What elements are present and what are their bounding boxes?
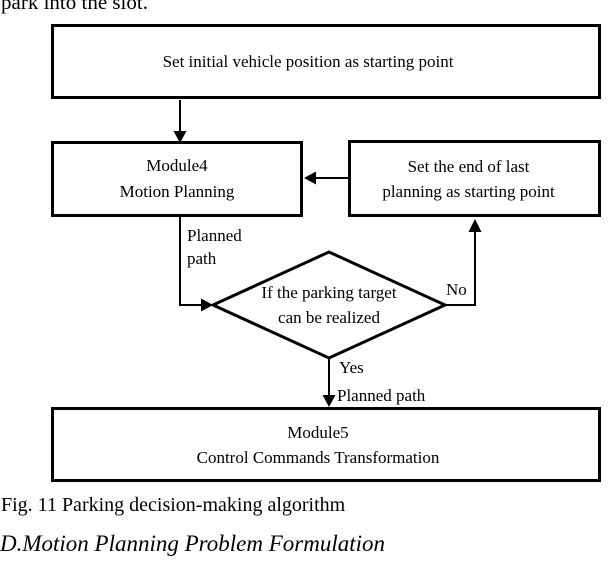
node-module4: Module4 Motion Planning bbox=[51, 141, 303, 217]
edge-label-planned-line2: path bbox=[187, 249, 217, 268]
node-module5-line2: Control Commands Transformation bbox=[196, 447, 440, 467]
node-module5-line1: Module5 bbox=[287, 422, 349, 442]
edge-label-no: No bbox=[446, 280, 467, 299]
node-start: Set initial vehicle position as starting… bbox=[51, 24, 601, 99]
node-set-end-line1: Set the end of last bbox=[407, 156, 530, 176]
node-set-end: Set the end of last planning as starting… bbox=[348, 140, 601, 217]
node-module4-line1: Module4 bbox=[146, 156, 208, 175]
decision-node-label: If the parking target can be realized bbox=[229, 280, 429, 330]
arrow-module4-to-decision bbox=[179, 217, 213, 312]
node-module4-line2: Motion Planning bbox=[119, 182, 235, 201]
figure-caption: Fig. 11 Parking decision-making algorith… bbox=[1, 494, 346, 516]
decision-label-line2: can be realized bbox=[278, 308, 380, 327]
section-heading: D.Motion Planning Problem Formulation bbox=[0, 531, 386, 556]
arrow-decision-no-to-setend bbox=[445, 219, 482, 306]
arrow-setend-to-module4 bbox=[304, 171, 348, 185]
edge-label-planned-path-2: Planned path bbox=[337, 386, 426, 405]
arrow-decision-yes-to-module5 bbox=[322, 358, 336, 407]
edge-label-planned-line1: Planned bbox=[187, 226, 242, 245]
edge-label-yes: Yes bbox=[339, 358, 364, 377]
node-start-label: Set initial vehicle position as starting… bbox=[162, 51, 454, 71]
node-set-end-line2: planning as starting point bbox=[382, 181, 555, 201]
node-module5: Module5 Control Commands Transformation bbox=[51, 407, 601, 482]
edge-label-planned-path: Planned path bbox=[187, 224, 242, 270]
body-text-fragment: park into the slot. bbox=[1, 0, 148, 14]
decision-label-line1: If the parking target bbox=[261, 283, 397, 302]
arrow-start-to-module4 bbox=[173, 100, 187, 143]
